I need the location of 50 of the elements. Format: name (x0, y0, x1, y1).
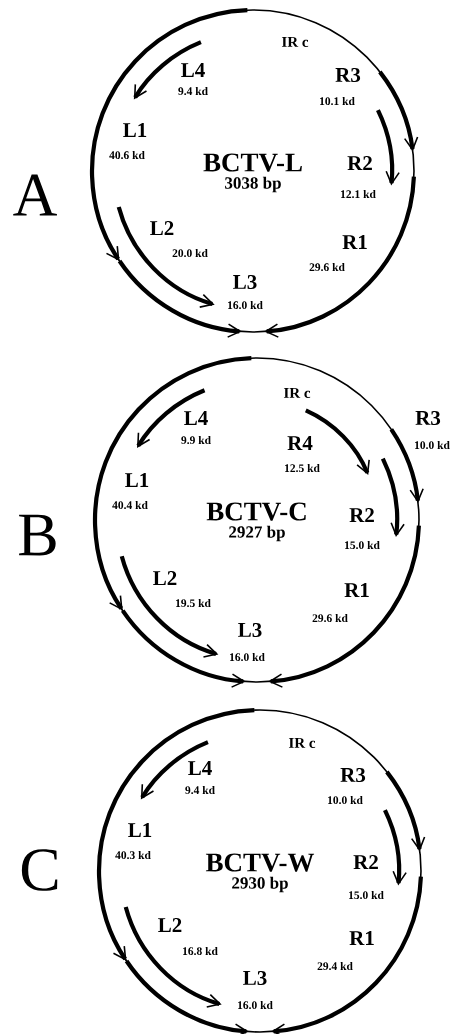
protein-size-label: 9.9 kd (181, 435, 211, 445)
panel-letter: B (19, 514, 56, 556)
protein-size-label: 40.6 kd (109, 150, 145, 160)
gene-label: R2 (347, 156, 372, 170)
protein-size-label: 10.0 kd (328, 795, 363, 805)
protein-size-label: 16.0 kd (238, 1000, 273, 1010)
protein-size-label: 29.6 kd (309, 262, 345, 272)
region-label: IR c (283, 388, 311, 398)
protein-size-label: 9.4 kd (185, 785, 215, 795)
gene-label: L4 (188, 761, 212, 775)
protein-size-label: 15.0 kd (349, 890, 384, 900)
gene-label: L1 (128, 823, 152, 837)
protein-size-label: 16.8 kd (183, 946, 218, 956)
protein-size-label: 9.4 kd (178, 86, 208, 96)
protein-size-label: 10.0 kd (415, 440, 450, 450)
gene-label: R4 (287, 436, 313, 450)
panel-letter: C (21, 849, 58, 891)
protein-size-label: 29.4 kd (317, 961, 353, 971)
gene-label: L3 (238, 622, 262, 638)
protein-size-label: 19.5 kd (176, 598, 211, 608)
gene-label: R2 (353, 855, 378, 869)
gene-label: L1 (125, 473, 149, 487)
protein-size-label: 12.1 kd (341, 189, 376, 199)
protein-size-label: 15.0 kd (345, 540, 380, 550)
region-label: IR c (281, 37, 309, 47)
protein-size-label: 20.0 kd (172, 248, 208, 258)
panel-letter: A (13, 174, 57, 216)
gene-label: L3 (243, 970, 267, 986)
gene-label: R3 (415, 410, 441, 426)
region-label: IR c (288, 738, 316, 748)
gene-label: L2 (153, 571, 177, 585)
protein-size-label: 40.3 kd (115, 850, 151, 860)
gene-label: L1 (123, 123, 147, 137)
gene-label: L2 (150, 221, 174, 235)
protein-size-label: 16.0 kd (228, 300, 263, 310)
gene-label: R3 (335, 67, 361, 83)
protein-size-label: 16.0 kd (230, 652, 265, 662)
protein-size-label: 40.4 kd (112, 500, 148, 510)
gene-label: R2 (349, 508, 374, 522)
gene-label: L2 (158, 918, 182, 932)
gene-label: R1 (344, 583, 369, 597)
protein-size-label: 12.5 kd (285, 463, 320, 473)
protein-size-label: 10.1 kd (320, 96, 355, 106)
gene-label: L3 (233, 274, 257, 290)
protein-size-label: 29.6 kd (312, 613, 348, 623)
gene-label: R3 (340, 767, 366, 783)
gene-label: R1 (342, 235, 367, 249)
gene-label: L4 (181, 63, 205, 77)
gene-label: L4 (184, 411, 208, 425)
gene-label: R1 (349, 931, 374, 945)
